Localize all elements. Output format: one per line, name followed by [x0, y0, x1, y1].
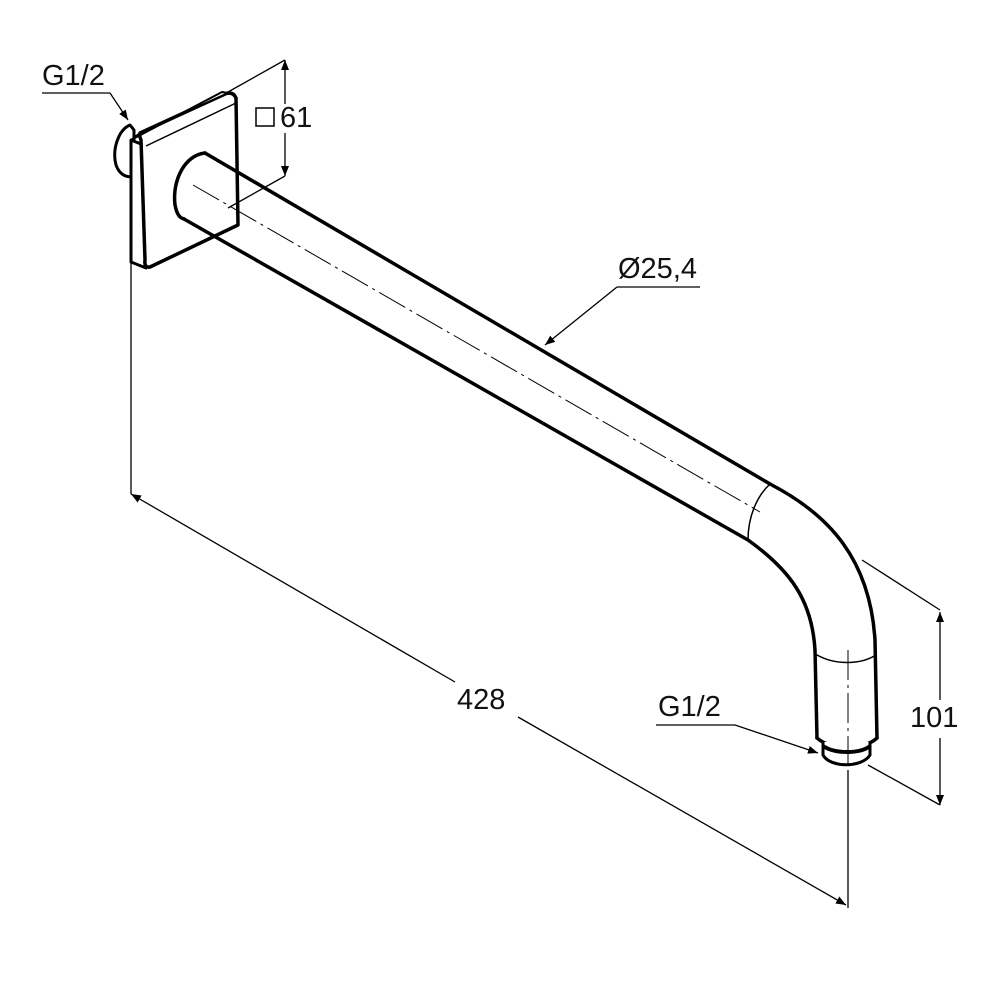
projection-length-label: 428	[457, 684, 506, 716]
outlet-nipple	[821, 742, 872, 767]
dimension-lines	[42, 59, 944, 908]
pipe-arm	[172, 151, 879, 749]
pipe-diameter-label: Ø25,4	[618, 253, 697, 285]
square-symbol-icon	[255, 107, 275, 127]
outlet-thread-label: G1/2	[658, 691, 721, 723]
inlet-thread-label: G1/2	[42, 60, 105, 92]
flange-size-label: 61	[280, 102, 313, 134]
center-lines	[192, 184, 849, 770]
wall-flange	[113, 91, 240, 270]
drop-height-label: 101	[910, 702, 959, 734]
